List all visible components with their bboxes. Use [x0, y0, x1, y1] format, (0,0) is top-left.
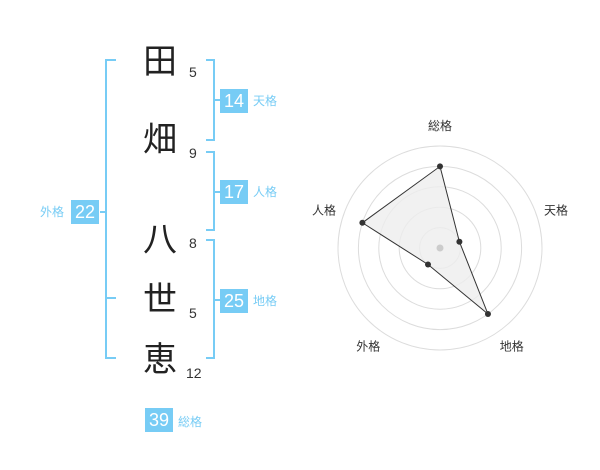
name-char-1: 田: [143, 42, 177, 82]
radar-axis-label-5: 人格: [312, 202, 336, 217]
radar-area: [361, 165, 489, 315]
stroke-count-4: 5: [189, 305, 197, 321]
gaikaku-value: 22: [71, 200, 99, 224]
name-char-4: 世: [143, 280, 177, 320]
tenkaku-value: 14: [220, 89, 248, 113]
radar-point-2: [456, 238, 463, 245]
gaikaku-label: 外格: [40, 205, 65, 219]
jinkaku-label: 人格: [253, 185, 278, 199]
radar-point-4: [425, 261, 432, 268]
gaikaku-bracket: [105, 59, 116, 359]
soukaku-value: 39: [145, 408, 173, 432]
radar-axis-label-1: 総格: [428, 118, 452, 133]
stroke-count-5: 12: [186, 365, 202, 381]
name-char-2: 畑: [143, 120, 177, 160]
radar-axis-label-3: 地格: [500, 339, 524, 354]
radar-point-3: [484, 311, 491, 318]
radar-center-dot: [436, 244, 444, 252]
soukaku-label: 総格: [178, 415, 203, 429]
radar-point-5: [359, 219, 366, 226]
jinkaku-value: 17: [220, 180, 248, 204]
radar-point-1: [437, 163, 443, 170]
name-char-3: 八: [143, 220, 177, 260]
radar-ring: [337, 145, 543, 351]
stroke-count-3: 8: [189, 235, 197, 251]
stroke-count-1: 5: [189, 64, 197, 80]
stroke-count-2: 9: [189, 145, 197, 161]
tenkaku-label: 天格: [253, 94, 278, 108]
radar-axis-label-2: 天格: [544, 202, 568, 217]
chikaku-label: 地格: [253, 294, 278, 308]
chikaku-value: 25: [220, 289, 248, 313]
radar-axis-label-4: 外格: [356, 339, 380, 354]
name-char-5: 恵: [143, 340, 177, 380]
